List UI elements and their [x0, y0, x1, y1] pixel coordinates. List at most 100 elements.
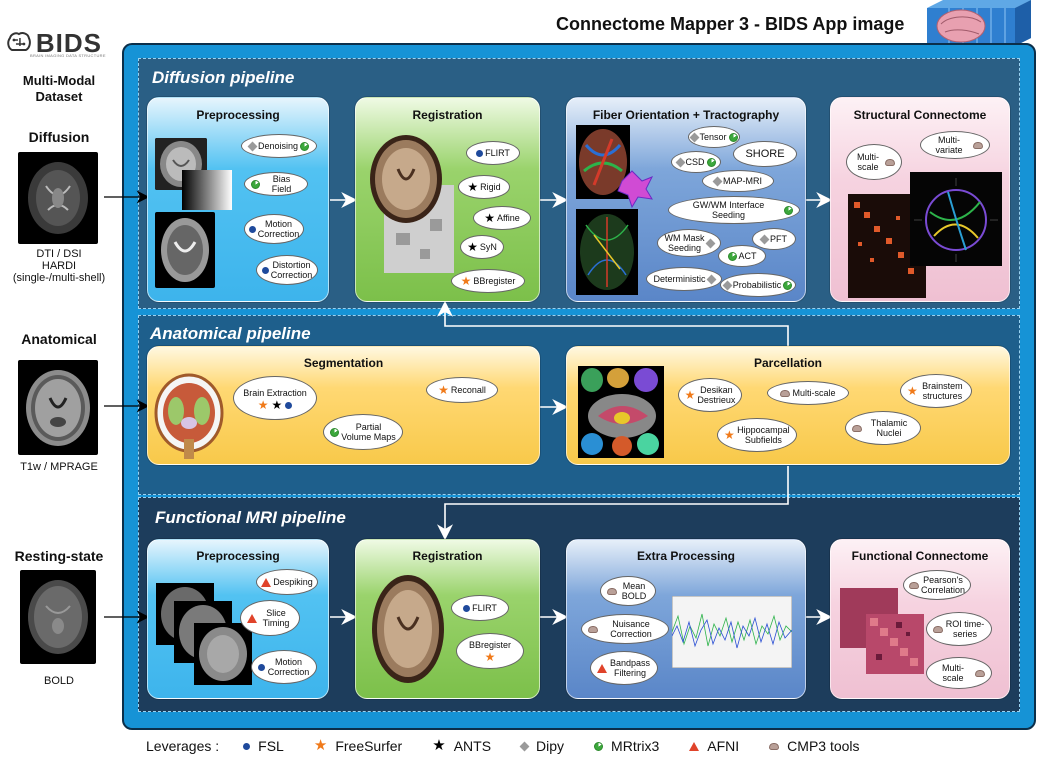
brain-extraction-label: Brain Extraction — [243, 388, 307, 398]
despiking-label: Despiking — [273, 577, 313, 587]
fsl-icon — [463, 604, 471, 612]
slice-timing-label: Slice Timing — [262, 608, 290, 628]
shore-tool: SHORE — [733, 141, 797, 167]
flirt-tool: FLIRT — [466, 141, 520, 165]
fiber-tractography-title: Fiber Orientation + Tractography — [592, 108, 780, 122]
parcellation-multi-scale-tool: Multi-scale — [767, 381, 849, 405]
nuisance-correction-label: Nuisance Correction — [610, 619, 652, 639]
map-mri-label: MAP-MRI — [723, 176, 762, 186]
brainstem-label: Brainstem structures — [922, 381, 963, 401]
legend-item-cmp3: CMP3 tools — [769, 738, 860, 754]
syn-label: SyN — [479, 242, 497, 252]
desikan-destrieux-tool: ★Desikan Destrieux — [678, 378, 742, 412]
affine-label: Affine — [496, 213, 520, 223]
diffusion-pipeline-title: Diffusion pipeline — [152, 68, 295, 87]
roi-time-series-label: ROI time-series — [945, 619, 985, 639]
distortion-correction-tool: Distortion Correction — [256, 255, 318, 285]
dipy-icon — [705, 238, 716, 248]
affine-tool: ★Affine — [473, 206, 531, 230]
pearson-correlation-tool: Pearson's Correlation — [903, 570, 971, 600]
dipy-icon — [706, 274, 716, 284]
csd-label: CSD — [685, 157, 705, 167]
structural-connectome-title: Structural Connectome — [853, 108, 987, 122]
cmp3-icon — [885, 158, 895, 166]
freesurfer-icon: ★ — [907, 384, 918, 398]
mrtrix3-icon — [330, 427, 339, 437]
cmp3-icon — [909, 581, 919, 589]
deterministic-tool: Deterministic — [646, 267, 722, 291]
registration-brain-image — [370, 135, 454, 273]
bids-logo-text: BIDS — [35, 27, 102, 58]
pearson-correlation-label: Pearson's Correlation — [921, 575, 966, 595]
freesurfer-icon: ★ — [460, 274, 472, 288]
structural-multi-scale-label: Multi-scale — [857, 152, 879, 172]
parcellation-title: Parcellation — [753, 356, 823, 370]
app-title: Connectome Mapper 3 - BIDS App image — [556, 14, 905, 34]
act-tool: ACT — [718, 245, 766, 267]
diffusion-caption-3: (single-/multi-shell) — [12, 272, 106, 284]
anatomical-pipeline-title: Anatomical pipeline — [150, 324, 311, 343]
diffusion-label: Diffusion — [28, 129, 90, 145]
bias-field-image — [182, 170, 232, 210]
cmp3-icon — [975, 669, 985, 677]
fmri-motion-correction-tool: Motion Correction — [251, 650, 317, 684]
mrtrix3-icon — [300, 141, 310, 151]
slice-timing-tool: Slice Timing — [240, 600, 300, 636]
multi-variate-tool: Multi-variate — [920, 131, 990, 159]
parcellation-multi-scale-label: Multi-scale — [792, 388, 836, 398]
cmp3-icon — [607, 587, 617, 595]
dipy-icon — [689, 132, 699, 142]
wm-mask-seeding-label: WM Mask Seeding — [664, 233, 705, 253]
legend-item-afni: AFNI — [689, 738, 739, 754]
cmp3-icon — [780, 389, 791, 397]
fsl-icon — [248, 225, 256, 233]
dipy-icon — [675, 157, 685, 167]
freesurfer-icon: ★ — [257, 398, 269, 412]
csd-tool: CSD — [671, 151, 721, 173]
mean-bold-label: Mean BOLD — [621, 581, 647, 601]
diffusion-preprocessing-title: Preprocessing — [196, 108, 280, 122]
bids-logo: BIDS — [6, 26, 102, 60]
fmri-volumes-image — [156, 583, 252, 685]
functional-multi-scale-label: Multi-scale — [942, 663, 964, 683]
bold-caption: BOLD — [44, 675, 74, 687]
functional-multi-scale-tool: Multi-scale — [926, 657, 992, 689]
multi-variate-label: Multi-variate — [935, 135, 963, 155]
denoising-tool: Denoising — [241, 134, 317, 158]
bbregister-label: BBregister — [473, 276, 516, 286]
bold-scan-image — [20, 570, 96, 664]
green-pie-icon — [594, 741, 604, 751]
brain-extraction-icons: ★★ — [257, 398, 293, 412]
mrtrix3-icon — [251, 179, 260, 189]
nuisance-correction-tool: Nuisance Correction — [581, 614, 669, 644]
mrtrix3-icon — [706, 157, 716, 167]
freesurfer-icon: ★ — [484, 650, 496, 664]
despiking-tool: Despiking — [256, 569, 318, 595]
tensor-label: Tensor — [699, 132, 727, 142]
pft-label: PFT — [770, 234, 787, 244]
fsl-icon — [258, 663, 265, 671]
fsl-icon — [285, 401, 293, 409]
syn-tool: ★SyN — [460, 235, 504, 259]
legend: Leverages : FSL ★FreeSurfer ★ANTS Dipy M… — [146, 736, 1026, 756]
wm-mask-seeding-tool: WM Mask Seeding — [657, 229, 721, 257]
probabilistic-tool: Probabilistic — [720, 273, 796, 297]
denoising-label: Denoising — [257, 141, 299, 151]
anatomical-caption: T1w / MPRAGE — [20, 461, 98, 473]
diffusion-scan-image — [18, 152, 98, 244]
ants-icon: ★ — [467, 240, 478, 254]
bandpass-filtering-tool: Bandpass Filtering — [590, 651, 658, 685]
cmp3-icon — [852, 424, 862, 432]
resting-state-label: Resting-state — [14, 548, 104, 564]
legend-item-dipy: Dipy — [519, 738, 564, 754]
blue-dot-icon — [243, 742, 251, 750]
anatomical-label: Anatomical — [21, 331, 97, 347]
motion-correction-tool: Motion Correction — [244, 214, 304, 244]
ants-icon: ★ — [484, 211, 495, 225]
mrtrix3-icon — [784, 205, 793, 215]
bbregister-tool: ★BBregister — [451, 269, 525, 293]
extra-processing-title: Extra Processing — [636, 549, 736, 563]
deterministic-label: Deterministic — [653, 274, 706, 284]
fsl-icon — [476, 149, 484, 157]
act-label: ACT — [738, 251, 757, 261]
